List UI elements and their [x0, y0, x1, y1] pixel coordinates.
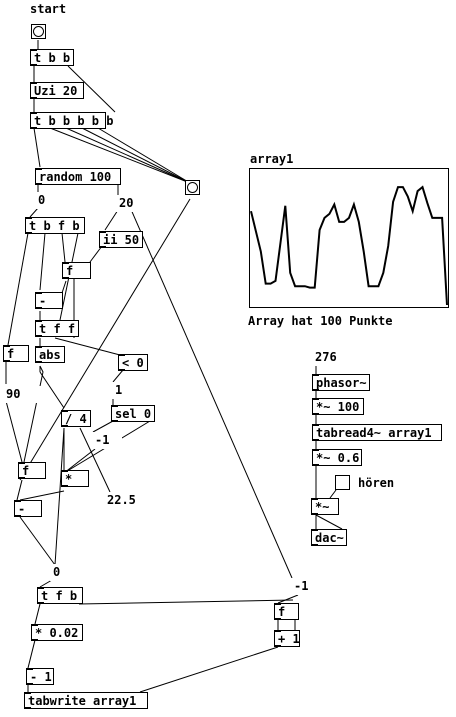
- trigger-b-f-b[interactable]: t b f b: [25, 217, 85, 234]
- less-than-zero-object[interactable]: < 0: [118, 354, 148, 371]
- trigger-f-f[interactable]: t f f: [35, 320, 79, 337]
- start-comment: start: [30, 2, 67, 16]
- minus-object-b[interactable]: -: [14, 500, 42, 517]
- array-name-label: array1: [250, 152, 294, 166]
- phasor-object[interactable]: phasor~: [312, 374, 370, 391]
- uzi-object[interactable]: Uzi 20: [30, 82, 84, 99]
- tabread4-object[interactable]: tabread4~ array1: [312, 424, 442, 441]
- listen-label: hören: [358, 476, 395, 490]
- float-object-b[interactable]: f: [18, 462, 46, 479]
- array-caption: Array hat 100 Punkte: [248, 314, 393, 328]
- multiply-002-object[interactable]: * 0.02: [31, 624, 83, 641]
- number-box-1[interactable]: 1: [112, 382, 154, 399]
- float-object-c[interactable]: f: [274, 603, 299, 620]
- float-object-a[interactable]: f: [62, 262, 91, 279]
- number-box-22-5[interactable]: 22.5: [104, 492, 148, 509]
- float-object-left[interactable]: f: [3, 345, 29, 362]
- listen-toggle[interactable]: [335, 475, 350, 490]
- number-box-minus-1-b[interactable]: -1: [291, 578, 333, 595]
- trigger-b-b-b-b-b[interactable]: t b b b b b: [30, 112, 113, 129]
- minus-1-object[interactable]: - 1: [26, 668, 54, 685]
- number-box-90[interactable]: 90: [3, 386, 47, 403]
- number-box-20[interactable]: 20: [116, 195, 162, 212]
- ii-50-object[interactable]: ii 50: [99, 231, 143, 248]
- start-bang-button[interactable]: [31, 24, 46, 39]
- frequency-number-box[interactable]: 276: [312, 349, 342, 366]
- plus-1-object[interactable]: + 1: [274, 630, 300, 647]
- number-box-0[interactable]: 0: [35, 192, 75, 209]
- tabwrite-object[interactable]: tabwrite array1: [24, 692, 148, 709]
- random-object[interactable]: random 100: [35, 168, 121, 185]
- divide-4-object[interactable]: / 4: [61, 410, 91, 427]
- number-box-0-b[interactable]: 0: [50, 564, 94, 581]
- array-graph[interactable]: [249, 168, 449, 308]
- dac-object[interactable]: dac~: [311, 529, 347, 546]
- array-curve: [250, 185, 448, 306]
- multiply-signal-object[interactable]: *~: [311, 498, 339, 515]
- abs-object[interactable]: abs: [35, 346, 65, 363]
- number-box-minus-1[interactable]: -1: [92, 432, 122, 449]
- multiply-06-signal-object[interactable]: *~ 0.6: [312, 449, 362, 466]
- multiply-object[interactable]: *: [61, 470, 89, 487]
- random-bang-button[interactable]: [185, 180, 200, 195]
- multiply-100-signal-object[interactable]: *~ 100: [312, 398, 364, 415]
- trigger-b-b[interactable]: t b b: [30, 49, 74, 66]
- select-0-object[interactable]: sel 0: [111, 405, 155, 422]
- trigger-f-b[interactable]: t f b: [37, 587, 83, 604]
- minus-object-a[interactable]: -: [35, 292, 63, 309]
